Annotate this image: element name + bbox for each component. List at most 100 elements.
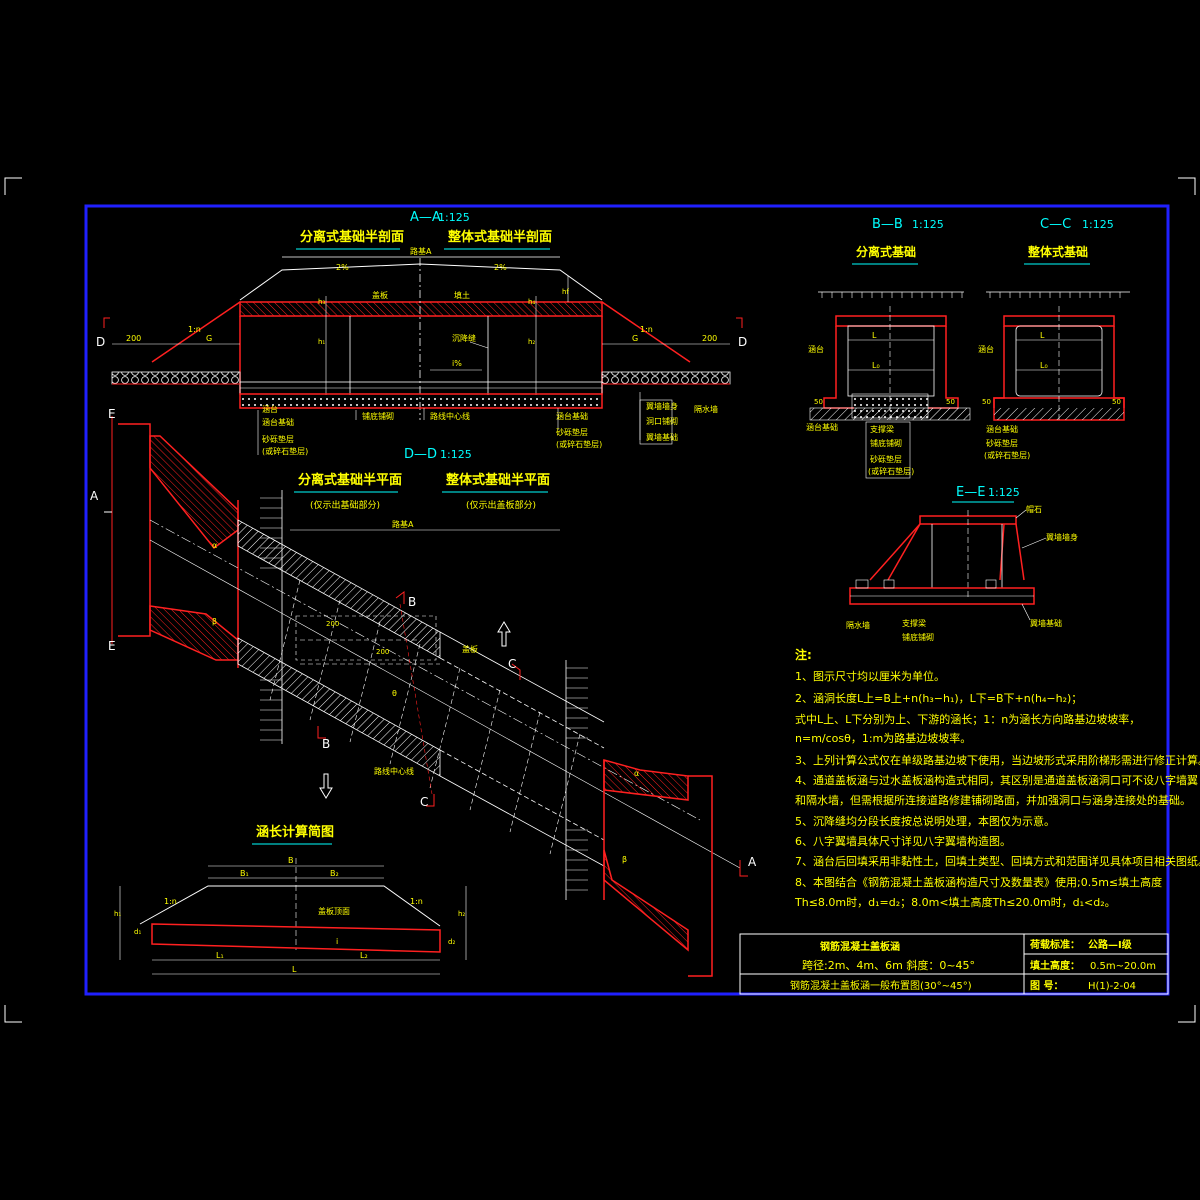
ee-wing: 翼墙墙身 [1046, 532, 1078, 542]
calc-slope-1: 1:n [164, 897, 177, 906]
aa-marker-d-right: D [738, 335, 747, 349]
bb-d50-right: 50 [946, 398, 955, 406]
aa-h3: h₃ [318, 298, 325, 306]
note-2b: 式中L上、L下分别为上、下游的涵长；1：n为涵长方向路基边坡坡率， [795, 713, 1141, 726]
calc-slope-2: 1:n [410, 897, 423, 906]
cc-d50-left: 50 [982, 398, 991, 406]
section-dd: D—D 1:125 分离式基础半平面 (仅示出基础部分) 整体式基础半平面 (仅… [90, 407, 757, 977]
calc-title: 涵长计算简图 [256, 824, 334, 840]
dd-label: D—D [404, 447, 437, 462]
aa-wing: 翼墙墙身 [646, 401, 678, 411]
dd-cover-label: 盖板 [462, 644, 478, 654]
note-1: 1、图示尺寸均以厘米为单位。 [795, 670, 945, 683]
aa-h2: h₂ [528, 338, 535, 346]
note-4b: 和隔水墙，但需根据所连接道路修建铺砌路面，并加强洞口与涵身连接处的基础。 [795, 794, 1191, 807]
calc-b2: B₂ [330, 869, 339, 878]
bb-abutment: 涵台 [808, 344, 824, 354]
aa-hole-bottom: 洞口铺砌 [646, 416, 678, 426]
bb-gravel2: (或碎石垫层) [868, 466, 914, 476]
aa-slope-1n-right: 1:n [640, 325, 653, 334]
ee-cap: 帽石 [1026, 504, 1042, 514]
note-5: 5、沉降缝均分段长度按总说明处理，本图仅为示意。 [795, 815, 1055, 828]
dd-marker-e-bottom: E [108, 639, 116, 653]
calc-h2: h₂ [458, 910, 465, 918]
section-aa: A—A 1:125 分离式基础半剖面 整体式基础半剖面 路基A 2% 2% 盖板… [96, 210, 747, 456]
note-6: 6、八字翼墙具体尺寸详见八字翼墙构造图。 [795, 835, 1011, 848]
aa-wing-base: 翼墙基础 [646, 432, 678, 442]
dd-center-label: 路线中心线 [374, 766, 414, 776]
aa-dim-200-right: 200 [702, 334, 717, 343]
title-block: 钢筋混凝土盖板涵 跨径:2m、4m、6m 斜度：0~45° 钢筋混凝土盖板涵一般… [739, 933, 1169, 995]
dd-marker-b-bottom: B [322, 737, 330, 751]
bb-d50-left: 50 [814, 398, 823, 406]
note-8b: Th≤8.0m时，d₁=d₂；8.0m<填土高度Th≤20.0m时，d₁<d₂。 [795, 896, 1116, 909]
aa-gravel-b2: (或碎石垫层) [556, 439, 602, 449]
aa-dim-200-left: 200 [126, 334, 141, 343]
dd-marker-e-top: E [108, 407, 116, 421]
calc-d1: d₁ [134, 928, 141, 936]
cc-gravel: 砂砾垫层 [986, 438, 1018, 448]
ee-support: 支撑梁 [902, 618, 926, 628]
aa-gravel-a2: (或碎石垫层) [262, 446, 308, 456]
cc-gravel2: (或碎石垫层) [984, 450, 1030, 460]
bb-label: B—B [872, 217, 903, 232]
aa-abutment: 涵台 [262, 404, 278, 414]
aa-road-width: 路基A [410, 246, 432, 256]
section-calc: 涵长计算简图 B B₁ B₂ 1:n 1:n 盖板顶面 i h₁ h₂ d₁ d… [114, 824, 467, 975]
calc-l2: L₂ [360, 951, 368, 960]
dd-beta-2: β [622, 855, 627, 864]
aa-h4: h₄ [528, 298, 535, 306]
aa-slope-pct: i% [452, 359, 462, 368]
bb-l: L [872, 331, 877, 340]
bb-title: 分离式基础 [856, 244, 916, 259]
calc-i: i [336, 937, 338, 946]
aa-paving: 铺底铺砌 [362, 411, 394, 421]
calc-b: B [288, 856, 294, 865]
cc-l0: L₀ [1040, 361, 1048, 370]
tb-height-value: 0.5m~20.0m [1090, 961, 1156, 972]
dd-beta-1: β [212, 617, 217, 626]
aa-dim-g-right: G [632, 334, 638, 343]
bb-foundation: 涵台基础 [806, 422, 838, 432]
aa-cutoff: 隔水墙 [694, 404, 718, 414]
aa-culvert-center: 路线中心线 [430, 411, 470, 421]
aa-marker-d-left: D [96, 335, 105, 349]
sheet-corner-marks [4, 177, 1196, 1023]
bb-support: 支撑梁 [870, 424, 894, 434]
cc-title: 整体式基础 [1027, 244, 1088, 259]
bb-l0: L₀ [872, 361, 880, 370]
bb-scale: 1:125 [912, 218, 944, 231]
dd-scale: 1:125 [440, 448, 472, 461]
aa-h1: h₁ [318, 338, 325, 346]
tb-name: 钢筋混凝土盖板涵 [820, 940, 900, 953]
section-ee: E—E 1:125 帽石 翼墙墙身 隔水墙 支撑梁 铺底铺砌 翼墙基础 [846, 485, 1078, 642]
bb-paving: 铺底铺砌 [870, 438, 902, 448]
tb-load-value: 公路—I级 [1088, 938, 1133, 951]
tb-height-label: 填土高度： [1030, 959, 1080, 972]
aa-abutment-foundation: 涵台基础 [262, 417, 294, 427]
aa-scale: 1:125 [438, 211, 470, 224]
note-7: 7、涵台后回填采用非黏性土，回填土类型、回填方式和范围详见具体项目相关图纸。 [795, 855, 1200, 868]
dd-marker-c-top: C [508, 657, 516, 671]
cc-foundation: 涵台基础 [986, 424, 1018, 434]
ee-scale: 1:125 [988, 486, 1020, 499]
note-2: 2、涵洞长度L上=B上+n(h₃−h₁)，L下=B下+n(h₄−h₂)； [795, 692, 1083, 705]
aa-joint-label: 沉降缝 [452, 333, 476, 343]
aa-fill-label: 填土 [454, 290, 470, 300]
aa-cover-label: 盖板 [372, 290, 388, 300]
section-cc: C—C 1:125 整体式基础 L L₀ 涵台 50 50 涵台基础 砂砾垫层 … [978, 217, 1130, 460]
bb-gravel: 砂砾垫层 [870, 454, 902, 464]
dd-marker-c-bottom: C [420, 795, 428, 809]
dd-left-title: 分离式基础半平面 [298, 472, 402, 488]
ee-cutoff: 隔水墙 [846, 620, 870, 630]
dd-dim-200a: 200 [326, 620, 339, 628]
dd-marker-a-right: A [748, 855, 757, 869]
tb-no-label: 图 号： [1030, 980, 1063, 992]
dd-right-sub: (仅示出盖板部分) [466, 499, 536, 511]
cc-label: C—C [1040, 217, 1071, 232]
dd-road-width: 路基A [392, 519, 414, 529]
dd-right-title: 整体式基础半平面 [445, 472, 550, 488]
ee-wing-base: 翼墙基础 [1030, 618, 1062, 628]
aa-gravel-b: 砂砾垫层 [556, 427, 588, 437]
